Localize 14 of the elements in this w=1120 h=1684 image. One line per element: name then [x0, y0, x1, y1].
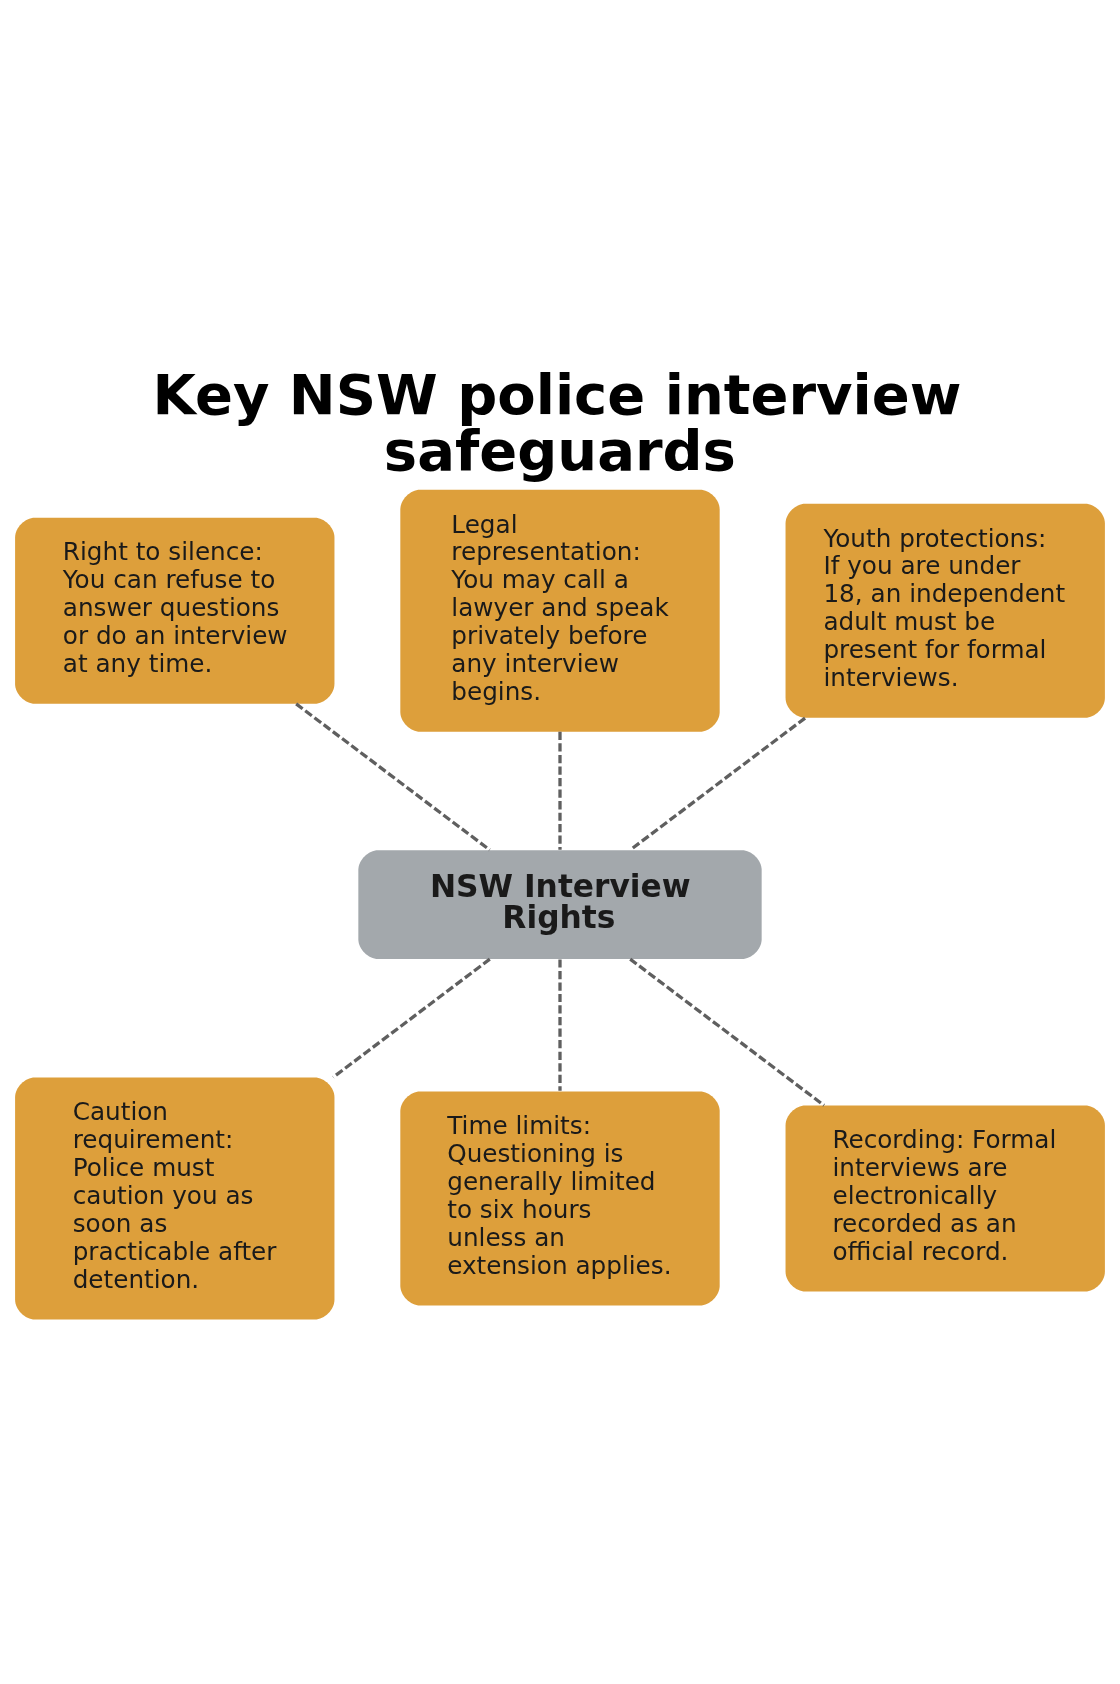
- diagram-title: Key NSW police interview safeguards: [152, 362, 962, 484]
- node-box: Youth protections: If you are under 18, an independent adult must be present for formal interviews.: [785, 503, 1105, 718]
- node-box: Legal representation: You may call a lawyer and speak privately before any interview begins.: [400, 489, 720, 732]
- connector: [629, 716, 807, 852]
- connector: [295, 702, 491, 852]
- connector: [332, 957, 491, 1079]
- connector: [558, 731, 562, 850]
- connector: [629, 957, 825, 1107]
- node-box: NSW Interview Rights: [358, 850, 762, 959]
- node-box: Right to silence: You can refuse to answer questions or do an interview at any time.: [15, 517, 335, 704]
- node-box: Time limits: Questioning is generally limited to six hours unless an extension applies.: [400, 1091, 720, 1306]
- connector: [558, 959, 562, 1091]
- node-box: Caution requirement: Police must caution you as soon as practicable after detention.: [15, 1077, 335, 1320]
- node-box: Recording: Formal interviews are electronically recorded as an official record.: [785, 1105, 1105, 1292]
